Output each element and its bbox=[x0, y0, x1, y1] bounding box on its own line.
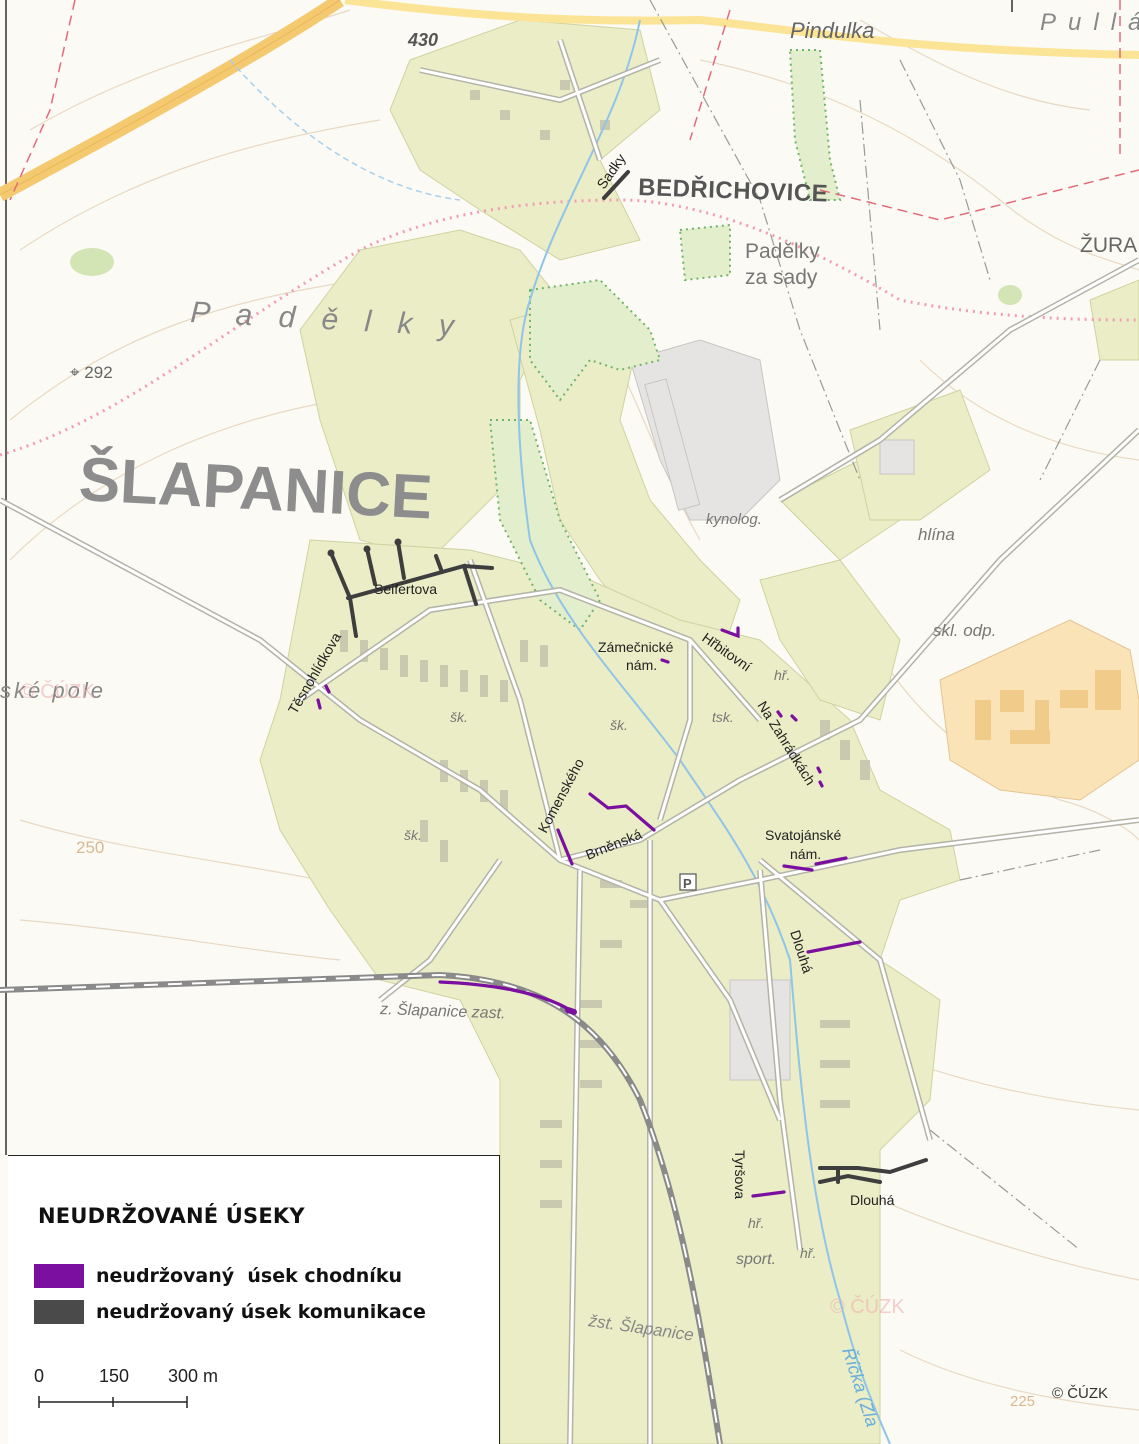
village-label: BEDŘICHOVICE bbox=[638, 173, 829, 208]
hr-label-2: hř. bbox=[800, 1245, 816, 1261]
sidewalk-segment bbox=[790, 714, 798, 722]
street-svatojanske-1: Svatojánské bbox=[765, 827, 841, 843]
scale-label-0: 0 bbox=[34, 1366, 45, 1386]
sidewalk-segment bbox=[776, 710, 783, 718]
scale-label-300: 300 m bbox=[168, 1366, 219, 1386]
town-label-right: ŽURA bbox=[1080, 234, 1137, 257]
sidewalk-segment bbox=[782, 864, 814, 872]
kynolog-label: kynolog. bbox=[706, 511, 762, 528]
legend-item-sidewalk: neudržovaný úsek chodníku bbox=[34, 1264, 402, 1288]
street-zamecnicke-1: Zámečnické bbox=[598, 639, 674, 655]
legend-swatch-road bbox=[34, 1300, 84, 1324]
street-seifertova: Seifertova bbox=[374, 581, 437, 597]
unmaintained-sidewalks bbox=[316, 626, 862, 1198]
elevation-label: ⌖ 292 bbox=[70, 363, 113, 382]
road-segment bbox=[396, 540, 406, 580]
legend-label-road: neudržovaný úsek komunikace bbox=[96, 1301, 426, 1323]
sidewalk-segment bbox=[316, 698, 322, 710]
sidewalk-segment bbox=[660, 658, 670, 664]
sidewalk-segment bbox=[720, 626, 740, 639]
sidewalk-segment bbox=[438, 980, 572, 1012]
contour-250-label: 250 bbox=[76, 838, 104, 857]
road-segment bbox=[818, 1173, 882, 1184]
street-dlouha-2: Dlouhá bbox=[850, 1192, 895, 1208]
stream bbox=[517, 19, 891, 1444]
road-segment bbox=[329, 551, 358, 638]
sidewalk-segment bbox=[588, 792, 656, 832]
green-areas bbox=[488, 49, 842, 632]
sidewalk-segment bbox=[816, 766, 822, 774]
watermark-2: © ČÚZK bbox=[830, 1295, 905, 1318]
legend-item-road: neudržovaný úsek komunikace bbox=[34, 1300, 426, 1324]
street-network bbox=[0, 39, 1139, 1444]
sidewalk-segment bbox=[324, 684, 331, 694]
sidewalk-segment bbox=[818, 780, 824, 788]
legend-label-sidewalk: neudržovaný úsek chodníku bbox=[96, 1265, 402, 1287]
road-number-label: 430 bbox=[407, 30, 438, 50]
hr-label-1: hř. bbox=[748, 1215, 764, 1231]
sidewalk-segment bbox=[556, 828, 574, 866]
sidewalk-segment bbox=[814, 856, 848, 866]
watermark-1: © ČÚZK bbox=[20, 680, 95, 703]
legend-title: NEUDRŽOVANÉ ÚSEKY bbox=[38, 1204, 305, 1228]
field-name-pullan: Pullán bbox=[1040, 9, 1139, 36]
copyright-label: © ČÚZK bbox=[1052, 1385, 1108, 1402]
road-segment bbox=[602, 170, 630, 200]
sidewalk-segment bbox=[565, 1007, 577, 1015]
tsk-label: tsk. bbox=[712, 709, 734, 725]
station-label: z. Šlapanice zast. bbox=[379, 999, 506, 1022]
legend-swatch-sidewalk bbox=[34, 1264, 84, 1288]
sport-label: sport. bbox=[736, 1251, 776, 1268]
field-name-ske-pole: ské pole bbox=[0, 678, 106, 703]
road-segment bbox=[365, 547, 377, 586]
legend-panel: NEUDRŽOVANÉ ÚSEKY neudržovaný úsek chodn… bbox=[8, 1155, 500, 1444]
railway bbox=[0, 971, 723, 1444]
hlina-label: hlína bbox=[918, 525, 955, 544]
unmaintained-roads bbox=[329, 170, 928, 1184]
sk-label-3: šk. bbox=[404, 827, 422, 843]
parking-label: P bbox=[683, 876, 692, 891]
field-name-za-sady: za sady bbox=[745, 266, 818, 289]
field-name-pindulka: Pindulka bbox=[790, 18, 874, 43]
field-name-padelky: Padělky bbox=[745, 240, 820, 263]
sk-label-1: šk. bbox=[450, 709, 468, 725]
sidewalk-segment bbox=[751, 1190, 786, 1198]
hr-label-3: hř. bbox=[774, 667, 790, 683]
road-segment bbox=[462, 564, 494, 570]
skl-odp-label: skl. odp. bbox=[933, 621, 996, 640]
street-tyrsova: Tyršova bbox=[732, 1150, 748, 1199]
contour-225-label: 225 bbox=[1010, 1393, 1035, 1410]
street-zamecnicke-2: nám. bbox=[626, 657, 657, 673]
sidewalk-segment bbox=[806, 940, 862, 954]
scale-label-150: 150 bbox=[99, 1366, 130, 1386]
building-blocks bbox=[340, 80, 870, 1208]
scale-bar bbox=[38, 1396, 188, 1408]
road-segment bbox=[434, 554, 444, 574]
sk-label-2: šk. bbox=[610, 717, 628, 733]
street-svatojanske-2: nám. bbox=[790, 846, 821, 862]
